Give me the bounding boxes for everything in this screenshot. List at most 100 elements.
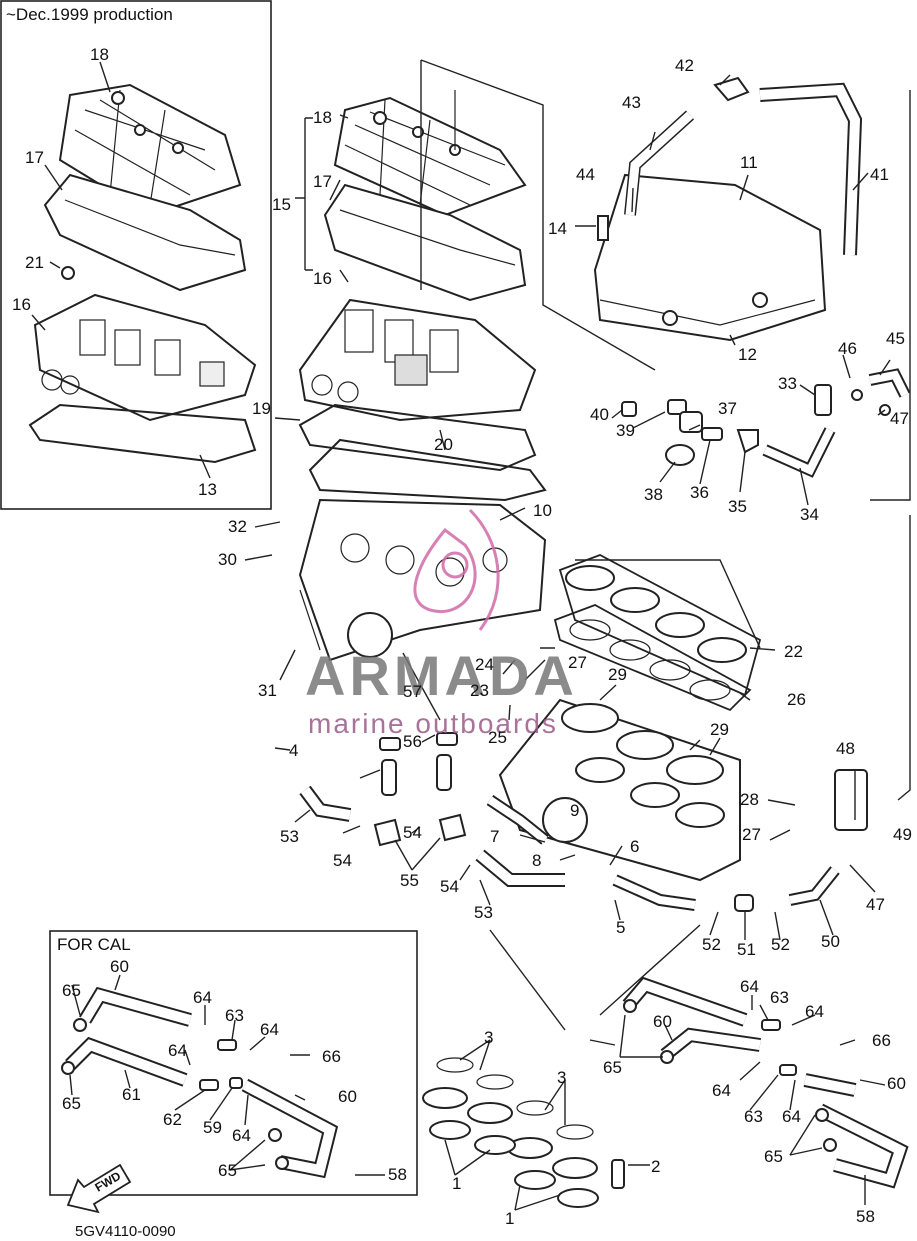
callout-47: 47 bbox=[890, 409, 909, 428]
callout-21: 21 bbox=[25, 253, 44, 272]
callout-11: 11 bbox=[740, 153, 758, 172]
inset-element bbox=[33, 293, 257, 422]
callout-10: 10 bbox=[533, 501, 552, 520]
callout-7: 7 bbox=[490, 827, 499, 846]
clip-46 bbox=[851, 389, 863, 401]
callout-65: 65 bbox=[764, 1147, 783, 1166]
callout-5: 5 bbox=[616, 918, 625, 937]
crankcase-cover bbox=[593, 173, 827, 342]
inset-element-cage bbox=[58, 83, 242, 217]
leader-lines bbox=[31, 59, 911, 1211]
callout-66: 66 bbox=[322, 1047, 341, 1066]
callout-53: 53 bbox=[280, 827, 299, 846]
callout-14: 14 bbox=[548, 219, 567, 238]
callout-18: 18 bbox=[90, 45, 109, 64]
callout-29: 29 bbox=[710, 720, 729, 739]
callout-60: 60 bbox=[110, 957, 129, 976]
watermark-tagline: marine outboards bbox=[308, 708, 558, 739]
callout-41: 41 bbox=[870, 165, 889, 184]
inset-early-title: ~Dec.1999 production bbox=[6, 5, 173, 24]
callout-65: 65 bbox=[62, 981, 81, 1000]
callout-29: 29 bbox=[608, 665, 627, 684]
callout-15: 15 bbox=[272, 195, 291, 214]
callout-6: 6 bbox=[630, 837, 639, 856]
element-cage bbox=[333, 90, 527, 217]
fitting-39 bbox=[667, 399, 687, 415]
callout-63: 63 bbox=[225, 1006, 244, 1025]
callout-62: 62 bbox=[163, 1110, 182, 1129]
throttle-body-assembly bbox=[498, 698, 741, 882]
callout-63: 63 bbox=[744, 1107, 763, 1126]
callout-17: 17 bbox=[313, 172, 332, 191]
callout-45: 45 bbox=[886, 329, 905, 348]
callout-50: 50 bbox=[821, 932, 840, 951]
cap-40 bbox=[621, 401, 637, 417]
callout-55: 55 bbox=[400, 871, 419, 890]
callout-28: 28 bbox=[740, 790, 759, 809]
watermark-brand: ARMADA bbox=[305, 644, 578, 707]
inset-grommet bbox=[61, 266, 75, 280]
inset-for-cal: FOR CAL bbox=[49, 930, 418, 1196]
callout-40: 40 bbox=[590, 405, 609, 424]
callout-59: 59 bbox=[203, 1118, 222, 1137]
callout-35: 35 bbox=[728, 497, 747, 516]
callout-58: 58 bbox=[856, 1207, 875, 1226]
callout-1: 1 bbox=[452, 1174, 461, 1193]
callout-42: 42 bbox=[675, 56, 694, 75]
callout-13: 13 bbox=[198, 480, 217, 499]
valve-33 bbox=[814, 384, 832, 416]
intake-joints bbox=[553, 554, 762, 712]
callout-46: 46 bbox=[838, 339, 857, 358]
callout-24: 24 bbox=[475, 655, 494, 674]
callout-58: 58 bbox=[388, 1165, 407, 1184]
watermark: ARMADA marine outboards bbox=[305, 508, 578, 739]
callout-64: 64 bbox=[805, 1002, 824, 1021]
callout-49: 49 bbox=[893, 825, 912, 844]
callout-64: 64 bbox=[740, 977, 759, 996]
callout-60: 60 bbox=[338, 1087, 357, 1106]
callout-12: 12 bbox=[738, 345, 757, 364]
callout-64: 64 bbox=[712, 1081, 731, 1100]
callout-57: 57 bbox=[403, 682, 422, 701]
callout-53: 53 bbox=[474, 903, 493, 922]
callout-2: 2 bbox=[651, 1157, 660, 1176]
callout-33: 33 bbox=[778, 374, 797, 393]
callout-20: 20 bbox=[434, 435, 453, 454]
callout-27: 27 bbox=[742, 825, 761, 844]
callout-47: 47 bbox=[866, 895, 885, 914]
callout-65: 65 bbox=[62, 1094, 81, 1113]
callout-9: 9 bbox=[570, 801, 579, 820]
vacuum-hoses-left bbox=[299, 732, 565, 887]
callout-54: 54 bbox=[333, 851, 352, 870]
air-box-case bbox=[298, 498, 547, 662]
watermark-logo-icon bbox=[413, 508, 500, 631]
callout-65: 65 bbox=[603, 1058, 622, 1077]
callout-60: 60 bbox=[887, 1074, 906, 1093]
callout-22: 22 bbox=[784, 642, 803, 661]
callout-54: 54 bbox=[403, 823, 422, 842]
cal-hoses-right bbox=[622, 976, 909, 1189]
inset-gasket bbox=[28, 403, 257, 464]
hose-joint-42 bbox=[713, 76, 750, 102]
callout-44: 44 bbox=[576, 165, 595, 184]
callout-30: 30 bbox=[218, 550, 237, 569]
fwd-arrow-icon: FWD bbox=[66, 1163, 132, 1214]
callout-64: 64 bbox=[232, 1126, 251, 1145]
vacuum-hoses-right bbox=[486, 769, 868, 912]
callout-25: 25 bbox=[488, 728, 507, 747]
filter-38 bbox=[665, 444, 695, 466]
callout-64: 64 bbox=[260, 1020, 279, 1039]
cal-hoses bbox=[61, 986, 339, 1179]
callout-32: 32 bbox=[228, 517, 247, 536]
callout-54: 54 bbox=[440, 877, 459, 896]
joint-35 bbox=[736, 429, 759, 454]
air-filter-element bbox=[298, 298, 537, 422]
callout-8: 8 bbox=[532, 851, 541, 870]
callout-52: 52 bbox=[702, 935, 721, 954]
pipe-36 bbox=[701, 427, 723, 441]
callout-16: 16 bbox=[12, 295, 31, 314]
filter-gaskets bbox=[298, 403, 547, 502]
callout-19: 19 bbox=[252, 399, 271, 418]
